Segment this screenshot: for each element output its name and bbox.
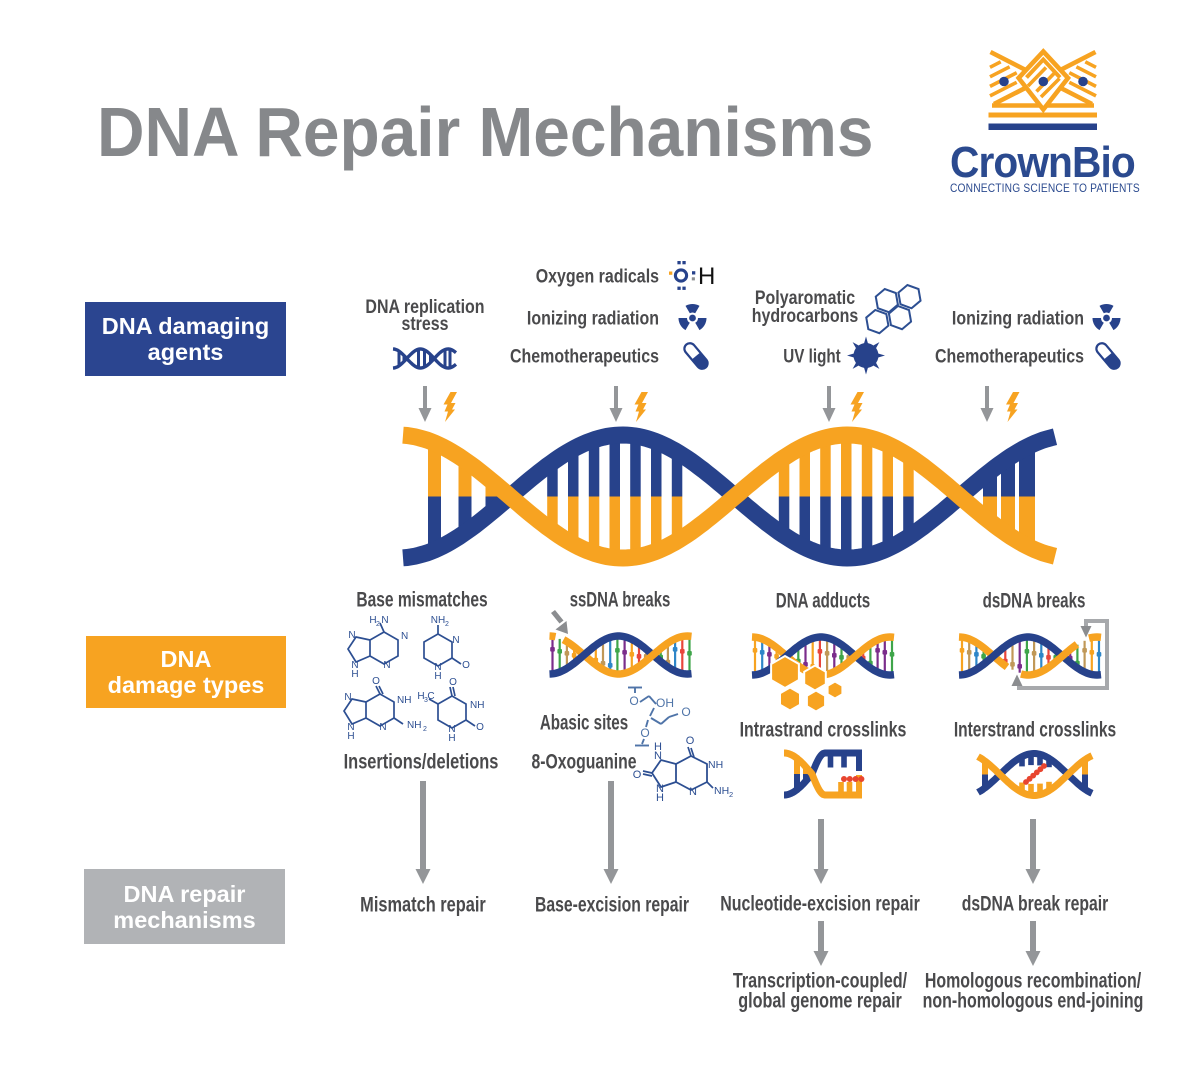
svg-text:N: N [344,692,351,703]
svg-text:N: N [448,724,455,735]
svg-text:N: N [654,750,662,762]
svg-text:O: O [633,769,642,781]
svg-text:NH: NH [407,720,421,731]
svg-text:N: N [379,722,386,733]
svg-text:2: 2 [423,726,427,733]
svg-text:N: N [381,615,388,626]
svg-text:N: N [348,630,355,641]
svg-text:H: H [369,615,376,626]
svg-text:N: N [401,631,408,642]
svg-text:3: 3 [424,697,428,704]
svg-text:O: O [681,705,690,719]
svg-text:N: N [434,662,441,673]
svg-text:H: H [351,669,358,680]
svg-text:O: O [686,735,695,747]
svg-text:H: H [448,733,455,744]
svg-text:NH: NH [431,615,445,626]
svg-text:O: O [449,677,457,688]
svg-text:NH: NH [708,759,723,771]
svg-text:H: H [698,263,715,290]
svg-text:OH: OH [656,696,674,710]
svg-text:N: N [351,660,358,671]
svg-text:2: 2 [376,621,380,628]
svg-text:NH: NH [397,695,411,706]
svg-text:O: O [476,722,484,733]
svg-text:O: O [640,726,649,740]
svg-text:O: O [372,676,380,687]
svg-text:C: C [427,691,434,702]
svg-text:N: N [347,722,354,733]
svg-text:NH: NH [470,700,484,711]
svg-text:H: H [417,691,424,702]
svg-text:H: H [434,671,441,682]
svg-text:N: N [689,786,697,798]
svg-text:NH: NH [714,785,729,797]
svg-text:N: N [383,660,390,671]
svg-text:H: H [656,792,664,804]
svg-text:H: H [347,731,354,742]
svg-text:2: 2 [729,790,733,799]
svg-text:N: N [452,635,459,646]
svg-text:2: 2 [445,621,449,628]
svg-text:N: N [656,783,664,795]
svg-text:H: H [654,741,662,753]
svg-text:O: O [462,660,470,671]
svg-text:O: O [629,694,638,708]
